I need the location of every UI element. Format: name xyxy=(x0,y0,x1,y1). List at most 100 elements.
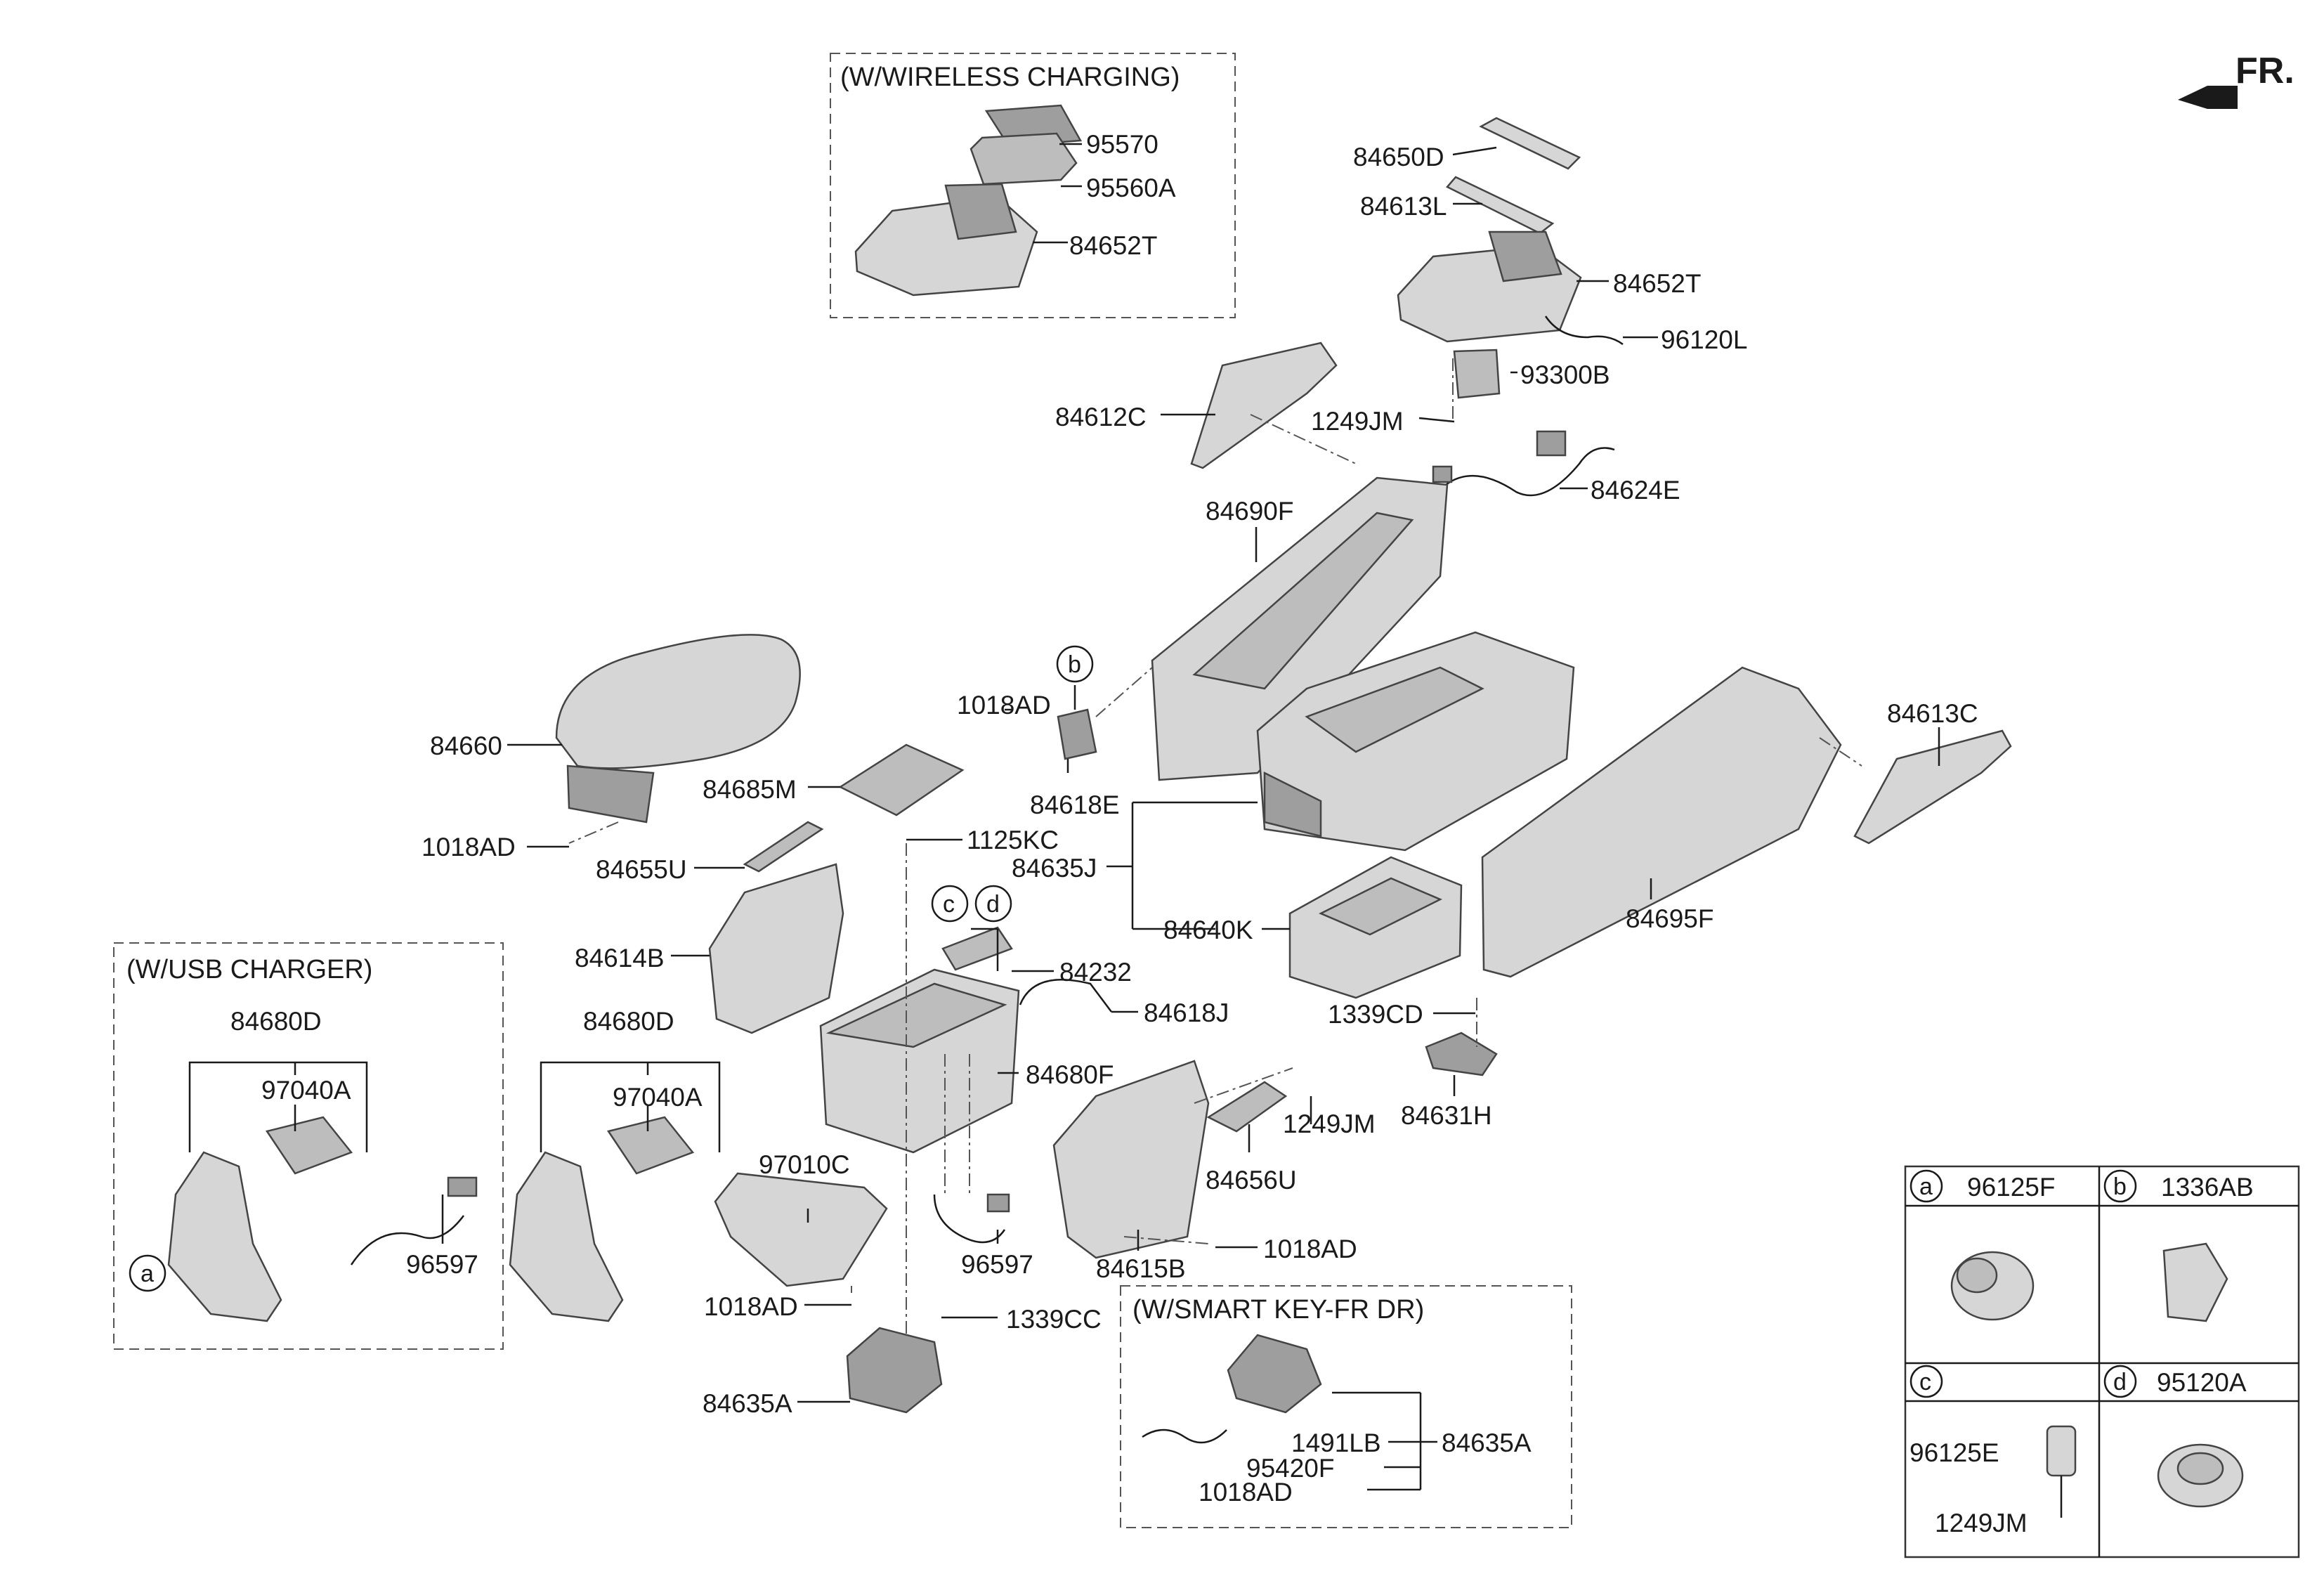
part-label: 95560A xyxy=(1086,174,1176,202)
part-label: 84613L xyxy=(1360,192,1447,221)
part-label: 84631H xyxy=(1401,1101,1492,1130)
part-trim-84655U xyxy=(743,821,824,873)
part-label: 84618J xyxy=(1144,998,1229,1027)
legend-part: 96125E xyxy=(1910,1438,1999,1467)
part-label: 84635A xyxy=(1442,1428,1532,1457)
part-label: 84640K xyxy=(1163,916,1253,944)
part-label: 96597 xyxy=(406,1250,478,1279)
part-bracket-84631H xyxy=(1425,1031,1498,1076)
callout-letter: a xyxy=(141,1261,154,1287)
part-label: 97010C xyxy=(759,1150,850,1179)
legend-part: 95120A xyxy=(2157,1368,2247,1397)
front-arrow-icon xyxy=(2178,86,2238,109)
part-label: 95570 xyxy=(1086,130,1158,159)
callout-letter: c xyxy=(943,891,955,918)
part-bracket-84635A xyxy=(846,1327,943,1414)
legend-cell-c: c 96125E 1249JM xyxy=(1910,1365,2077,1537)
legend-cell-a: a 96125F xyxy=(1910,1169,2056,1321)
part-bracket-84618E xyxy=(1057,708,1097,760)
legend-cell-d: d 95120A xyxy=(2103,1365,2247,1508)
part-label: 97040A xyxy=(613,1083,703,1112)
part-shifter-plate xyxy=(1397,117,1624,399)
part-duct-97010C xyxy=(714,1172,888,1287)
part-label: 84624E xyxy=(1591,476,1680,505)
callout-a: a xyxy=(129,1254,167,1292)
part-label: 84635A xyxy=(703,1389,792,1418)
part-label: 84695F xyxy=(1626,904,1714,933)
part-label: 1339CC xyxy=(1006,1305,1102,1334)
part-label: 84680F xyxy=(1026,1060,1114,1089)
leader-lines xyxy=(188,143,1940,1491)
part-trim-84656U xyxy=(1206,1081,1288,1133)
part-label: 97040A xyxy=(261,1076,351,1105)
part-label: 1491LB xyxy=(1291,1428,1381,1457)
part-panel-84614B xyxy=(708,863,844,1034)
part-label: 84614B xyxy=(575,944,665,972)
callout-letter: b xyxy=(1068,651,1081,678)
part-harness-84624E xyxy=(1432,430,1615,497)
callout-d: d xyxy=(974,885,1012,923)
connection-lines xyxy=(568,358,1862,1335)
part-label: 96597 xyxy=(961,1250,1033,1279)
part-label: 84652T xyxy=(1069,231,1158,260)
legend-letter: a xyxy=(1919,1173,1933,1200)
part-label: 84690F xyxy=(1206,497,1294,526)
part-label: 84652T xyxy=(1613,269,1702,298)
group-title: (W/WIRELESS CHARGING) xyxy=(840,63,1180,92)
part-label: 1249JM xyxy=(1283,1109,1376,1138)
part-usb-bezel xyxy=(167,1116,478,1322)
part-bracket-84618J xyxy=(1019,979,1112,1013)
part-label: 1018AD xyxy=(704,1292,798,1321)
part-side-cover-84612C xyxy=(1190,341,1338,469)
legend-letter: b xyxy=(2113,1173,2127,1200)
legend-part: 1336AB xyxy=(2161,1173,2254,1202)
part-label: 1018AD xyxy=(422,833,516,861)
part-console-upper-84690F xyxy=(1151,476,1449,781)
group-title: (W/USB CHARGER) xyxy=(126,955,372,984)
part-label: 84618E xyxy=(1030,790,1120,819)
part-wireless-charger-pad xyxy=(854,104,1083,297)
part-label: 93300B xyxy=(1520,360,1610,389)
callout-c: c xyxy=(931,885,969,923)
front-direction-indicator: FR. xyxy=(2178,51,2294,109)
part-label: 84613C xyxy=(1887,699,1978,728)
part-label: 84685M xyxy=(703,775,797,804)
part-labels: 95570 95560A 84652T 84650D 84613L 84652T… xyxy=(230,130,1978,1506)
part-label: 84232 xyxy=(1059,958,1132,987)
part-84232 xyxy=(941,926,1013,971)
part-armrest-84660 xyxy=(555,634,801,824)
part-label: 84660 xyxy=(430,731,502,760)
group-title: (W/SMART KEY-FR DR) xyxy=(1132,1295,1424,1325)
part-label: 84635J xyxy=(1012,854,1097,883)
part-label: 84612C xyxy=(1055,403,1147,431)
front-label: FR. xyxy=(2235,51,2294,91)
part-label: 1018AD xyxy=(1263,1235,1357,1263)
part-smartkey-bracket xyxy=(1142,1334,1322,1444)
part-console-body-84635J xyxy=(1256,631,1575,852)
part-pad-84685M xyxy=(838,743,965,816)
part-side-cover-84613C xyxy=(1853,729,2012,845)
part-label: 84615B xyxy=(1096,1254,1186,1283)
part-label: 96120L xyxy=(1661,325,1747,354)
part-label: 95420F xyxy=(1246,1454,1335,1483)
group-usb-charger: (W/USB CHARGER) xyxy=(113,942,504,1350)
legend-letter: d xyxy=(2113,1369,2127,1395)
group-wireless-charging: (W/WIRELESS CHARGING) xyxy=(830,53,1236,318)
part-tray-84640K xyxy=(1288,856,1463,999)
part-harness-96597 xyxy=(933,1193,1010,1244)
part-label: 84656U xyxy=(1206,1166,1297,1195)
legend-table: a 96125F b 1336AB c 96125E 1249JM d 9512… xyxy=(1904,1165,2300,1558)
group-smart-key: (W/SMART KEY-FR DR) xyxy=(1120,1285,1572,1528)
part-label: 1249JM xyxy=(1311,407,1404,436)
legend-part: 96125F xyxy=(1967,1173,2056,1202)
legend-letter: c xyxy=(1919,1369,1931,1395)
part-label: 84680D xyxy=(230,1007,322,1036)
part-console-side-84695F xyxy=(1481,666,1842,978)
part-label: 1018AD xyxy=(957,691,1051,720)
legend-part: 1249JM xyxy=(1935,1509,2028,1537)
part-label: 84655U xyxy=(596,855,687,884)
callout-b: b xyxy=(1056,645,1094,683)
part-label: 1125KC xyxy=(967,826,1059,854)
legend-cell-b: b 1336AB xyxy=(2103,1169,2254,1322)
